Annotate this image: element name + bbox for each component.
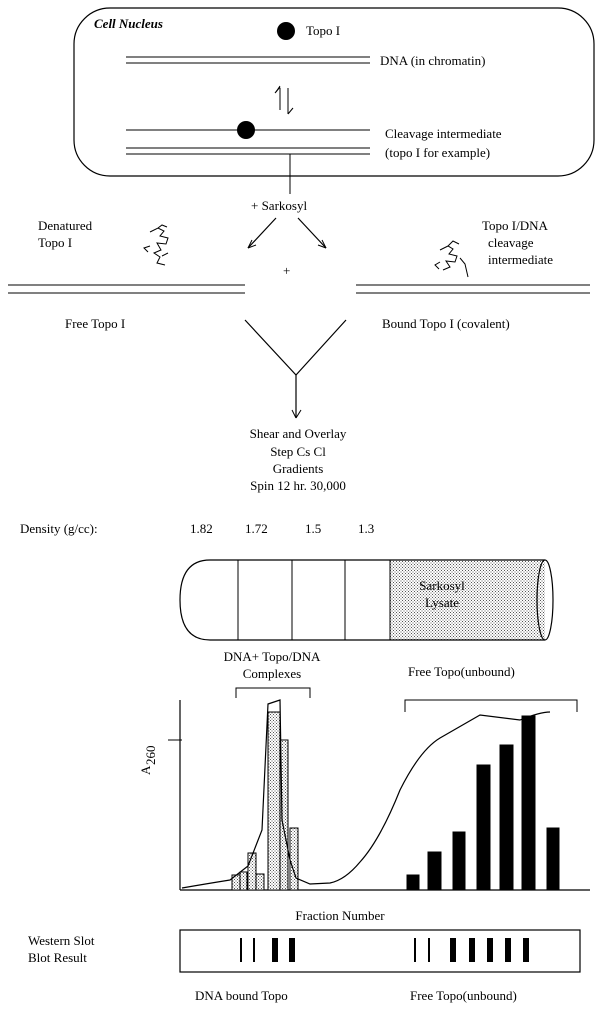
profile-bar	[452, 831, 466, 891]
denatured-topo-squiggle-icon	[143, 224, 169, 266]
topo-i-dot	[277, 22, 295, 40]
profile-bar	[279, 739, 289, 891]
cleavage-label-2: (topo I for example)	[385, 145, 490, 160]
complex-topo-squiggle-icon	[434, 240, 469, 278]
free-topo-unbound-label: Free Topo(unbound)	[410, 988, 517, 1003]
svg-text:260: 260	[143, 746, 158, 766]
gradient-step-4: Spin 12 hr. 30,000	[250, 478, 346, 493]
profile-bar	[476, 764, 491, 891]
lysate-region	[390, 560, 545, 640]
western-label-1: Western Slot	[28, 933, 95, 948]
nucleus-label: Cell Nucleus	[94, 16, 163, 31]
cleavage-label-1: Cleavage intermediate	[385, 126, 502, 141]
nucleus-outline	[73, 7, 595, 177]
slot-band	[414, 938, 416, 962]
gradient-step-3: Gradients	[273, 461, 324, 476]
split-right-line	[297, 217, 327, 249]
slot-band	[289, 938, 295, 962]
denatured-label-1: Denatured	[38, 218, 93, 233]
density-value-3: 1.5	[305, 521, 321, 536]
svg-text:A: A	[138, 765, 153, 775]
slot-band	[487, 938, 493, 962]
dna-bound-topo-label: DNA bound Topo	[195, 988, 288, 1003]
plus-sign: +	[283, 263, 290, 278]
complex-peak-label-1: DNA+ Topo/DNA	[224, 649, 321, 664]
slot-band	[505, 938, 511, 962]
free-topo-label: Free Topo I	[65, 316, 125, 331]
complex-label-2: cleavage	[488, 235, 534, 250]
gradient-step-2: Step Cs Cl	[270, 444, 326, 459]
y-axis-label: A 260	[138, 746, 158, 776]
profile-bar	[239, 871, 248, 891]
density-label: Density (g/cc):	[20, 521, 98, 536]
slot-band	[428, 938, 430, 962]
tube-mouth	[536, 559, 554, 641]
absorbance-curve	[181, 699, 551, 889]
slot-band	[469, 938, 475, 962]
tube-outline	[179, 559, 545, 641]
complex-bracket	[235, 687, 311, 698]
lysate-label-1: Sarkosyl	[419, 578, 465, 593]
x-axis-label: Fraction Number	[295, 908, 385, 923]
slot-blot-strip	[179, 929, 581, 973]
profile-bar	[406, 874, 420, 891]
profile-bar	[546, 827, 560, 891]
complex-label-1: Topo I/DNA	[482, 218, 549, 233]
complex-label-3: intermediate	[488, 252, 553, 267]
profile-bar	[267, 711, 281, 891]
slot-band	[272, 938, 278, 962]
free-bracket	[404, 699, 578, 712]
slot-band	[240, 938, 242, 962]
gradient-step-1: Shear and Overlay	[250, 426, 347, 441]
profile-bar	[499, 744, 514, 891]
sarkosyl-step: + Sarkosyl	[251, 198, 307, 213]
complex-peak-label-2: Complexes	[243, 666, 302, 681]
density-value-2: 1.72	[245, 521, 268, 536]
density-value-1: 1.82	[190, 521, 213, 536]
lysate-label-2: Lysate	[425, 595, 459, 610]
topo-i-label: Topo I	[306, 23, 340, 38]
split-left-line	[247, 217, 277, 249]
equilibrium-arrows-icon	[274, 85, 294, 115]
profile-bar	[521, 715, 536, 891]
profile-bars	[231, 711, 560, 891]
dna-label: DNA (in chromatin)	[380, 53, 485, 68]
bound-topo-label: Bound Topo I (covalent)	[382, 316, 510, 331]
slot-band	[253, 938, 255, 962]
density-value-4: 1.3	[358, 521, 374, 536]
slot-bands	[240, 938, 529, 962]
slot-band	[450, 938, 456, 962]
profile-bar	[247, 852, 257, 891]
denatured-label-2: Topo I	[38, 235, 72, 250]
profile-bar	[255, 873, 265, 891]
western-label-2: Blot Result	[28, 950, 87, 965]
bound-topo-dot	[237, 121, 255, 139]
free-peak-label: Free Topo(unbound)	[408, 664, 515, 679]
slot-band	[523, 938, 529, 962]
merge-v-line	[244, 319, 347, 376]
profile-bar	[427, 851, 442, 891]
profile-bar	[289, 827, 299, 891]
